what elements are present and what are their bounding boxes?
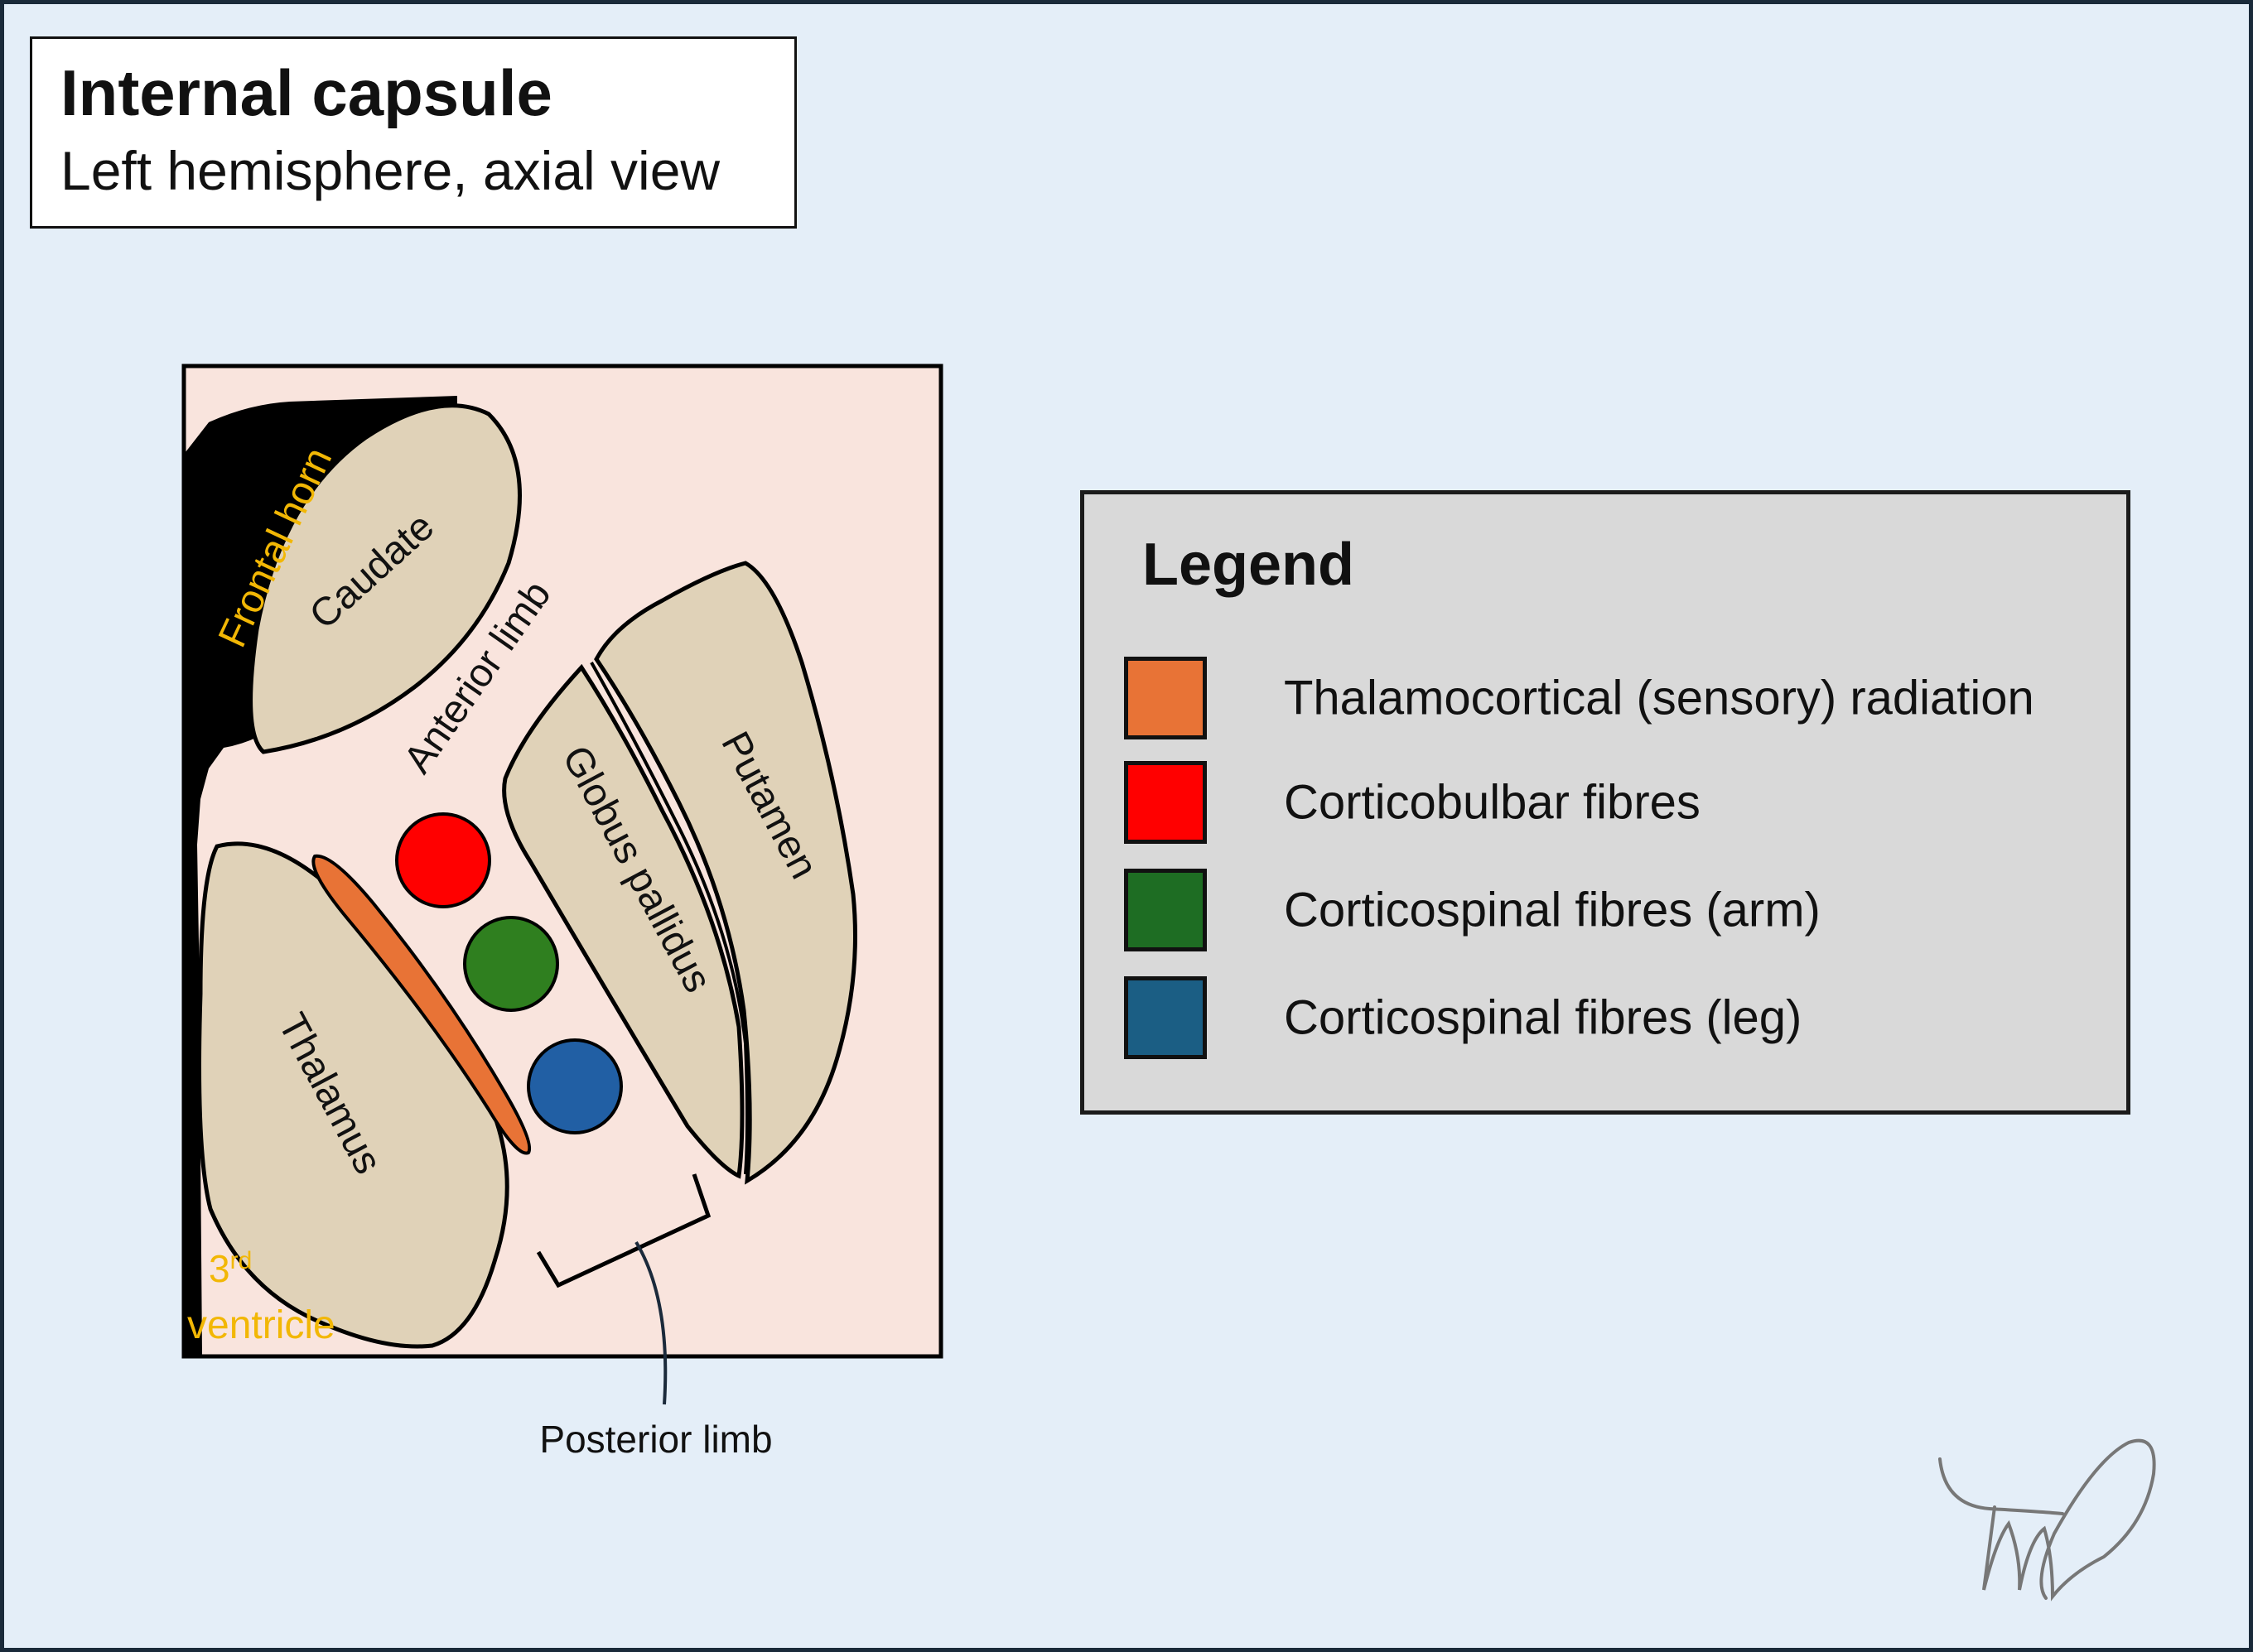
legend-item: Thalamocortical (sensory) radiation	[1124, 657, 2118, 744]
globus-pallidus-nucleus	[502, 663, 745, 1179]
putamen-nucleus	[594, 561, 857, 1185]
legend-swatch-corticospinal-leg	[1124, 976, 1207, 1059]
legend-label: Thalamocortical (sensory) radiation	[1284, 671, 2034, 725]
third-ventricle-number-text: 3	[209, 1247, 230, 1290]
caudate-nucleus	[248, 403, 522, 754]
posterior-limb-bracket	[536, 1173, 712, 1288]
corticospinal-arm-tract	[463, 916, 559, 1012]
third-ventricle-number: 3rd	[209, 1247, 252, 1290]
legend-title: Legend	[1142, 532, 1355, 598]
legend-item: Corticospinal fibres (arm)	[1124, 869, 2118, 956]
legend-label: Corticospinal fibres (leg)	[1284, 990, 1802, 1045]
third-ventricle-superscript: rd	[230, 1247, 253, 1274]
corticobulbar-fibres-tract	[395, 812, 491, 908]
page-subtitle: Left hemisphere, axial view	[60, 140, 721, 201]
posterior-limb-label: Posterior limb	[539, 1418, 772, 1461]
capsule-divider	[590, 662, 749, 1175]
title-box: Internal capsule Left hemisphere, axial …	[30, 36, 797, 229]
author-signature	[1938, 1438, 2156, 1601]
page-title: Internal capsule	[60, 56, 552, 129]
posterior-limb-pointer	[634, 1240, 668, 1405]
legend-panel: Legend Thalamocortical (sensory) radiati…	[1080, 490, 2130, 1115]
ventricle-region	[186, 396, 457, 1356]
legend-swatch-thalamocortical	[1124, 657, 1207, 739]
thalamocortical-radiation	[311, 854, 532, 1155]
legend-swatch-corticobulbar	[1124, 761, 1207, 844]
legend-item: Corticobulbar fibres	[1124, 761, 2118, 849]
legend-label: Corticobulbar fibres	[1284, 775, 1701, 830]
legend-item: Corticospinal fibres (leg)	[1124, 976, 2118, 1064]
third-ventricle-label: ventricle	[187, 1303, 335, 1347]
legend-label: Corticospinal fibres (arm)	[1284, 883, 1821, 937]
legend-swatch-corticospinal-arm	[1124, 869, 1207, 951]
corticospinal-leg-tract	[527, 1038, 623, 1134]
